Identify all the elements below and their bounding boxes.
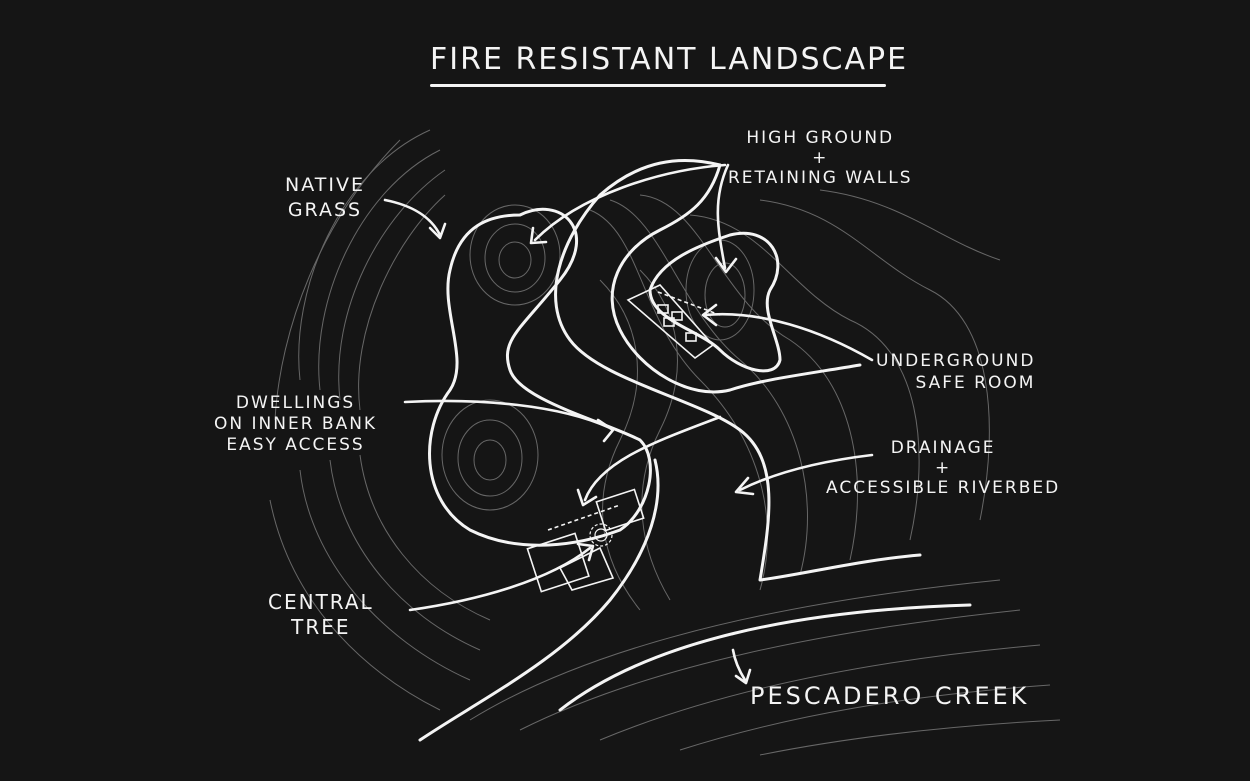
arrow-central-tree bbox=[408, 546, 592, 612]
label-line: Tree bbox=[291, 615, 351, 639]
river-bank-outer bbox=[554, 159, 922, 582]
label-line: on Inner Bank bbox=[214, 414, 378, 434]
label-line: + bbox=[934, 458, 952, 478]
arrow-safe-room bbox=[703, 313, 874, 362]
creek-bank-west bbox=[418, 458, 660, 742]
label-line: Central bbox=[268, 590, 374, 614]
native-grass-label: Native Grass bbox=[285, 173, 365, 223]
central-tree-label: Central Tree bbox=[268, 590, 374, 640]
dwelling-block-2 bbox=[595, 488, 645, 532]
label-line: Underground bbox=[876, 351, 1036, 371]
high-ground-label: High Ground + Retaining Walls bbox=[728, 128, 913, 188]
creek-label: Pescadero Creek bbox=[750, 682, 1030, 710]
label-line: High Ground bbox=[746, 128, 895, 148]
arrow-creek bbox=[731, 648, 747, 682]
arrow-drainage bbox=[738, 453, 874, 492]
arrow-native-grass bbox=[383, 198, 442, 237]
annotation-arrows bbox=[383, 163, 874, 685]
river-bank-inner bbox=[610, 163, 862, 394]
dwelling-block-3 bbox=[558, 546, 615, 591]
label-line: Native bbox=[285, 174, 365, 196]
arrow-dwellings-upper bbox=[403, 399, 612, 430]
label-line: Retaining Walls bbox=[728, 168, 913, 188]
label-line: Accessible Riverbed bbox=[826, 478, 1061, 498]
label-line: Dwellings bbox=[235, 393, 356, 413]
arrow-dwellings-lower bbox=[583, 415, 722, 502]
label-line: Drainage bbox=[890, 438, 996, 458]
label-line: + bbox=[812, 148, 829, 168]
label-line: Safe Room bbox=[915, 373, 1036, 393]
creek-bank-east bbox=[558, 603, 972, 712]
safe-room-pad bbox=[626, 284, 715, 360]
native-grass-outline bbox=[428, 207, 652, 547]
label-line: Easy Access bbox=[226, 435, 365, 455]
contour-lines bbox=[269, 129, 1061, 756]
dwellings-label: Dwellings on Inner Bank Easy Access bbox=[214, 393, 377, 456]
label-line: Grass bbox=[287, 199, 363, 221]
central-tree-icon bbox=[589, 523, 613, 547]
title-underline bbox=[430, 84, 886, 87]
arrow-high-ground-left bbox=[533, 163, 727, 242]
high-ground-outline bbox=[648, 231, 782, 373]
safe-room-label: Underground Safe Room bbox=[876, 350, 1035, 394]
drainage-label: Drainage + Accessible Riverbed bbox=[826, 438, 1060, 498]
arrow-high-ground-right bbox=[716, 163, 730, 270]
terrain-outlines bbox=[418, 159, 972, 742]
page-title: Fire Resistant Landscape bbox=[430, 42, 909, 77]
